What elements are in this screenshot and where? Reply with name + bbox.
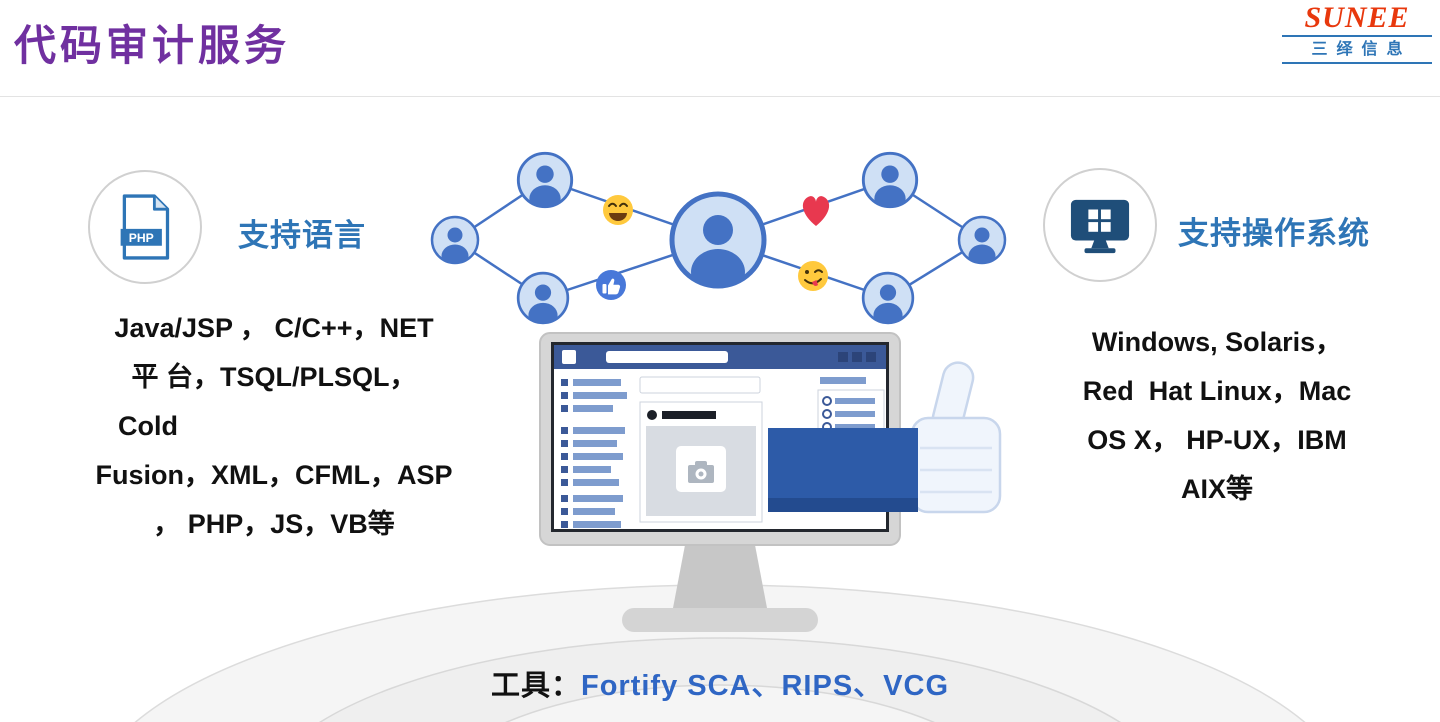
language-line: 平 台，TSQL/PLSQL， [131, 362, 417, 392]
os-line: Windows, Solaris， [1091, 327, 1343, 357]
language-line: Java/JSP ， C/C++，NET [114, 313, 434, 343]
logo-brand-text: SUNEE [1304, 1, 1410, 34]
laugh-emoji-icon [603, 195, 633, 225]
header-divider [0, 96, 1440, 97]
windows-monitor-icon [1070, 199, 1130, 254]
thumbs-up-hand [768, 361, 1002, 514]
user-avatar [863, 273, 913, 328]
page-title: 代码审计服务 [14, 24, 291, 70]
user-avatar-network [432, 153, 1005, 327]
user-avatar [432, 217, 478, 268]
feed-left-nav [561, 379, 627, 528]
os-line: Red Hat Linux，Mac [1082, 376, 1352, 406]
tools-value: Fortify SCA、RIPS、VCG [580, 670, 950, 702]
os-badge [1043, 168, 1157, 282]
feed-searchbox [606, 351, 728, 363]
php-file-icon: PHP [120, 194, 170, 260]
user-avatar [863, 153, 916, 212]
camera-icon [688, 461, 714, 483]
floor-ellipse-middle [319, 637, 1121, 722]
os-text: Windows, Solaris， Red Hat Linux，Mac OS X… [1052, 318, 1382, 514]
logo-rule-top [1282, 35, 1432, 37]
languages-heading: 支持语言 [238, 218, 366, 253]
languages-text: Java/JSP ， C/C++，NET 平 台，TSQL/PLSQL， Col… [78, 304, 470, 549]
company-logo: SUNEE 三绎信息 [1282, 3, 1432, 66]
user-avatar [518, 273, 568, 328]
logo-rule-bottom [1282, 62, 1432, 64]
floor-ellipse-inner [505, 684, 935, 722]
social-feed-monitor [539, 332, 901, 632]
user-avatar [518, 153, 571, 212]
user-avatar-main [672, 194, 764, 295]
monitor-base [622, 608, 818, 632]
os-heading: 支持操作系统 [1178, 216, 1370, 251]
os-line: AIX等 [1180, 474, 1253, 504]
user-avatar [959, 217, 1005, 268]
languages-badge: PHP [88, 170, 202, 284]
monitor-stand [673, 545, 767, 608]
tools-line: 工具：Fortify SCA、RIPS、VCG [0, 662, 1440, 704]
social-network-illustration [400, 130, 1040, 632]
os-line: OS X， HP-UX，IBM [1087, 425, 1347, 455]
language-line: Cold [118, 411, 178, 441]
language-line: ， PHP，JS，VB等 [153, 509, 395, 539]
logo-company-text: 三绎信息 [1311, 41, 1412, 58]
heart-reaction-icon [802, 196, 830, 226]
tools-label: 工具： [490, 670, 581, 702]
language-line: Fusion，XML，CFML，ASP [95, 460, 453, 490]
like-reaction-icon [596, 270, 626, 300]
fist [910, 416, 1002, 514]
feed-post [639, 376, 763, 523]
wink-emoji-icon [798, 261, 828, 291]
php-icon-label: PHP [129, 231, 154, 245]
